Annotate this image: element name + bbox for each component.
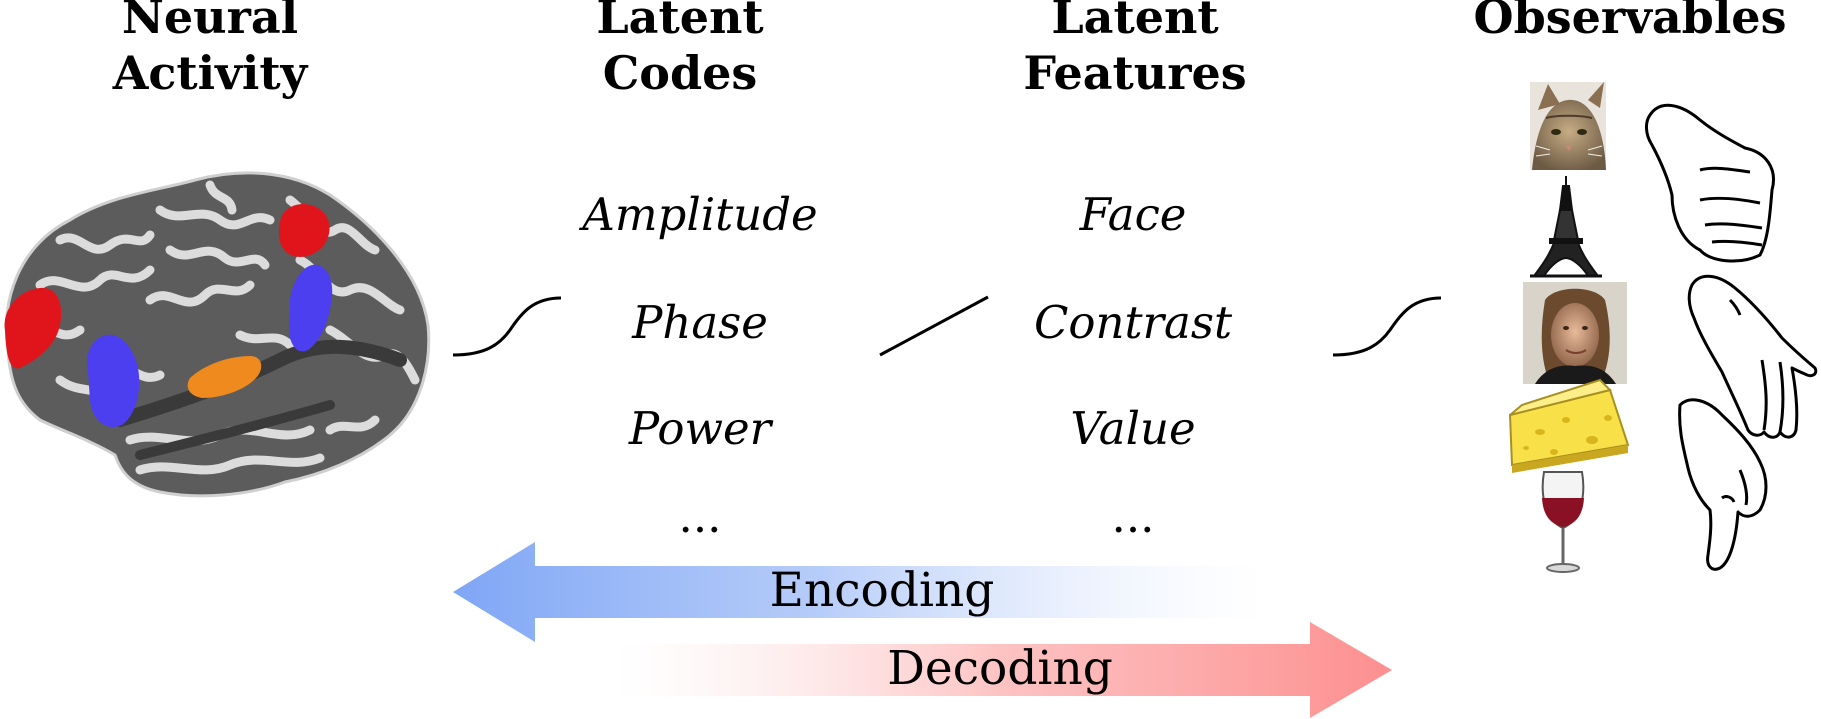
- wine-glass-icon: [1541, 471, 1585, 573]
- hand-fist-icon: [1645, 103, 1775, 263]
- region-red-frontal: [4, 287, 62, 369]
- code-item-ellipsis: ...: [678, 490, 722, 543]
- header-neural-line1: Neural: [121, 0, 299, 44]
- feature-item-ellipsis: ...: [1111, 490, 1155, 543]
- region-red-parietal: [278, 203, 330, 257]
- cheese-icon: [1508, 378, 1630, 473]
- eiffel-tower-icon: [1530, 176, 1602, 278]
- face-photo: [1523, 282, 1627, 384]
- sigmoid-connector-1: [452, 296, 562, 357]
- header-neural-line2: Activity: [112, 46, 308, 100]
- hand-pointing-icon: [1678, 398, 1768, 571]
- decoding-arrow-shape: [615, 622, 1392, 718]
- feature-item-contrast: Contrast: [1033, 296, 1233, 349]
- linear-connector: [879, 295, 989, 357]
- code-item-phase: Phase: [632, 296, 768, 349]
- decoding-arrow: Decoding: [615, 622, 1392, 718]
- region-blue-frontal: [86, 334, 140, 428]
- header-observables: Observables: [1473, 0, 1787, 44]
- brain-image: [4, 171, 431, 498]
- header-codes-line2: Codes: [602, 46, 758, 100]
- cat-photo: [1530, 82, 1606, 170]
- hand-flat-icon: [1687, 274, 1818, 439]
- header-neural-activity: Neural Activity: [60, 0, 360, 104]
- encoding-arrow: Encoding: [453, 542, 1265, 642]
- sylvian-fissure: [113, 339, 407, 427]
- encoding-label: Encoding: [770, 563, 995, 618]
- feature-item-face: Face: [1079, 188, 1187, 241]
- region-blue-parietal: [288, 264, 333, 352]
- code-item-amplitude: Amplitude: [582, 188, 818, 241]
- encoding-arrow-shape: [453, 542, 1265, 642]
- header-latent-features: Latent Features: [985, 0, 1285, 104]
- decoding-label: Decoding: [887, 641, 1113, 696]
- feature-item-value: Value: [1070, 402, 1196, 455]
- sigmoid-connector-2: [1332, 296, 1442, 357]
- header-features-line1: Latent: [1051, 0, 1219, 44]
- region-orange-temporal: [187, 356, 262, 398]
- header-features-line2: Features: [1023, 46, 1247, 100]
- header-latent-codes: Latent Codes: [530, 0, 830, 104]
- header-codes-line1: Latent: [596, 0, 764, 44]
- code-item-power: Power: [628, 402, 772, 455]
- temporal-sulcus: [135, 400, 335, 460]
